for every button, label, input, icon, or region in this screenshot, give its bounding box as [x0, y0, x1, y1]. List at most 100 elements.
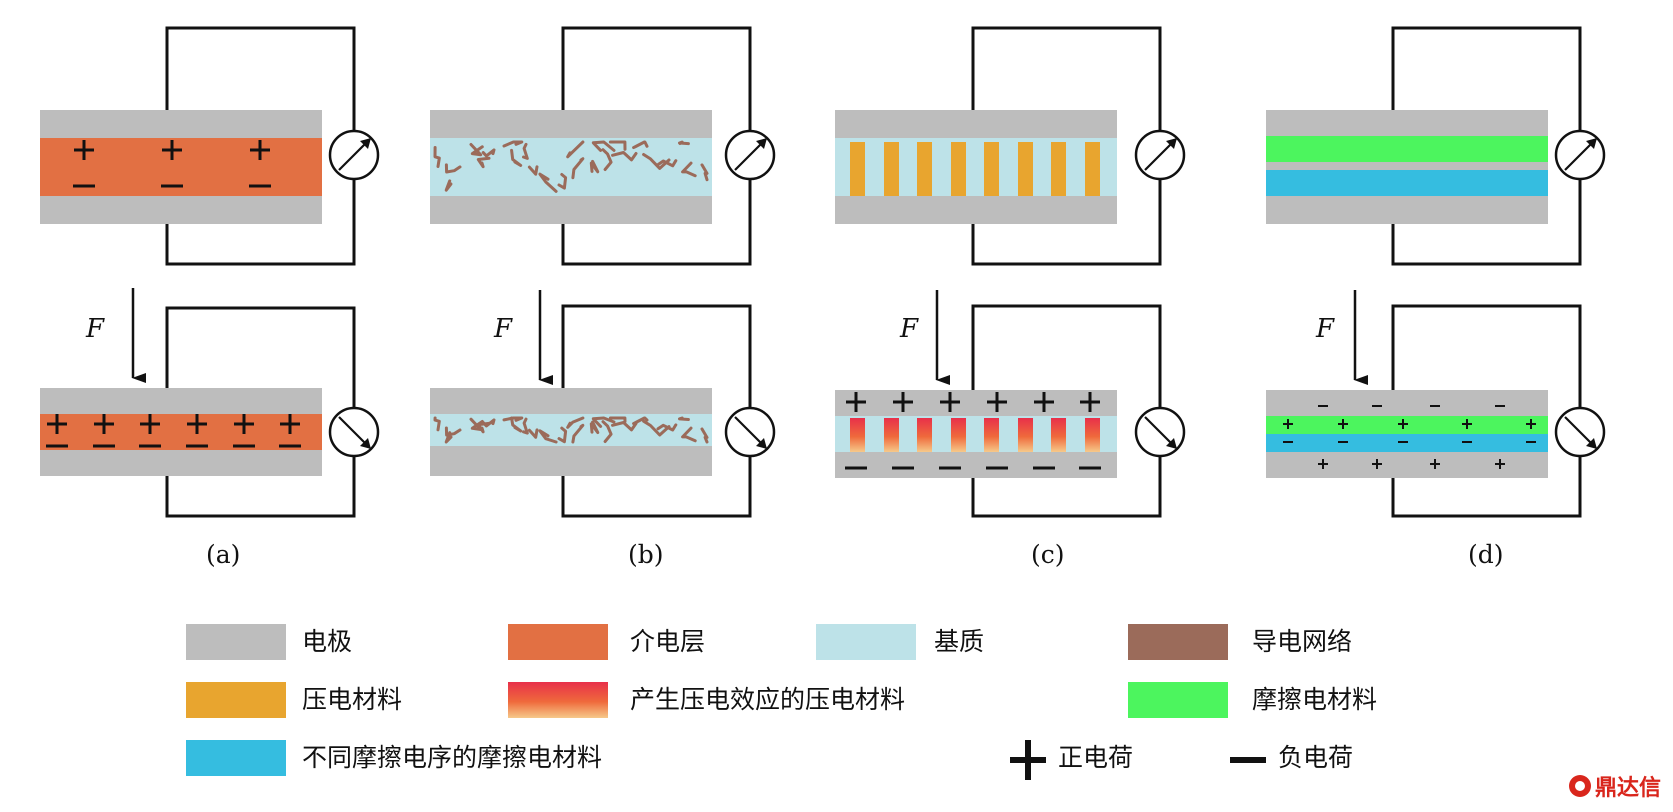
- electrode-d-top: [1266, 110, 1548, 224]
- conductive-network-b-top: [527, 165, 539, 176]
- piezo-pillar-active: [884, 418, 899, 452]
- piezo-pillar-active: [1051, 418, 1066, 452]
- matrix-c-top: [835, 138, 1117, 196]
- meter-needle: [1564, 416, 1593, 445]
- conductive-network-b-bottom: [700, 427, 709, 444]
- panels-layer: [40, 26, 1606, 518]
- conductive-network-b-top: [601, 148, 613, 171]
- meter-needle: [734, 416, 763, 445]
- piezo-pillar-active: [951, 418, 966, 452]
- conductive-network-b-bottom: [433, 416, 441, 432]
- meter-needle: [338, 416, 367, 445]
- conductive-network-b-top: [566, 140, 585, 159]
- circuit-wire-a-top: [165, 179, 356, 266]
- piezo-pillar: [1085, 142, 1100, 196]
- piezo-pillar-active: [917, 418, 932, 452]
- meter-needle: [1586, 438, 1597, 449]
- circuit-wire-c-top: [971, 26, 1162, 131]
- matrix-b-top: [430, 138, 712, 196]
- matrix-c-bottom: [835, 416, 1117, 452]
- conductive-network-b-top: [444, 179, 453, 192]
- tribo-layer-d-top: [1266, 136, 1548, 162]
- circuit-wire-c-bottom: [971, 456, 1162, 518]
- conductive-network-b-top: [681, 161, 697, 178]
- conductive-network-b-top: [476, 156, 491, 169]
- conductive-network-b-top: [611, 151, 638, 162]
- piezo-pillar: [1051, 142, 1066, 196]
- conductive-network-b-top: [589, 159, 600, 174]
- conductive-network-b-top: [502, 140, 524, 148]
- conductive-network-b-top: [678, 140, 690, 146]
- meter-needle: [734, 142, 763, 171]
- conductive-network-b-bottom: [527, 428, 539, 439]
- circuit-wire-d-top: [1391, 179, 1582, 266]
- conductive-network-b-top: [557, 173, 568, 190]
- circuit-wire-c-top: [971, 179, 1162, 266]
- meter-needle: [338, 142, 367, 171]
- conductive-network-b-top: [700, 163, 709, 182]
- piezo-pillar: [984, 142, 999, 196]
- conductive-network-b-top: [433, 146, 441, 168]
- piezo-pillar-active: [1018, 418, 1033, 452]
- conductive-network-b-top: [632, 140, 649, 150]
- piezo-pillar: [951, 142, 966, 196]
- conductive-network-b-top: [538, 172, 558, 193]
- circuit-wire-d-bottom: [1391, 456, 1582, 518]
- conductive-network-b-bottom: [681, 426, 697, 443]
- conductive-network-b-top: [444, 163, 462, 174]
- conductive-network-b-bottom: [522, 417, 529, 435]
- piezo-pillar-active: [1085, 418, 1100, 452]
- conductive-network-b-bottom: [502, 416, 524, 422]
- meter-needle: [756, 138, 767, 149]
- conductive-network-b-top: [571, 157, 585, 180]
- circuit-wire-b-top: [561, 179, 752, 266]
- dielectric-layer-a-bottom: [40, 414, 322, 450]
- meter-needle: [1166, 438, 1177, 449]
- conductive-network-b-bottom: [611, 421, 638, 432]
- conductive-network-b-bottom: [538, 429, 558, 444]
- conductive-network-b-top: [469, 143, 484, 157]
- conductive-network-b-bottom: [444, 426, 462, 437]
- circuit-wire-a-top: [165, 26, 356, 131]
- meter-needle: [1586, 138, 1597, 149]
- conductive-network-b-bottom: [444, 431, 453, 444]
- conductive-network-b-top: [481, 148, 496, 158]
- conductive-network-b-bottom: [608, 416, 627, 423]
- piezo-pillar-active: [850, 418, 865, 452]
- meter-needle: [360, 438, 371, 449]
- meter-needle: [756, 438, 767, 449]
- conductive-network-b-bottom: [557, 426, 568, 444]
- conductive-network-b-bottom: [601, 420, 613, 443]
- piezo-pillar: [884, 142, 899, 196]
- conductive-network-b-bottom: [591, 416, 616, 428]
- meter-needle: [1144, 416, 1173, 445]
- circuit-wire-b-bottom: [561, 456, 752, 518]
- conductive-network-b-bottom: [678, 416, 690, 421]
- meter-needle: [360, 138, 371, 149]
- piezo-pillar: [850, 142, 865, 196]
- circuit-wire-d-top: [1391, 26, 1582, 131]
- conductive-network-b-bottom: [642, 419, 671, 437]
- conductive-network-b-bottom: [589, 420, 600, 435]
- piezo-pillar-active: [984, 418, 999, 452]
- meter-needle: [1564, 142, 1593, 171]
- conductive-network-b-bottom: [632, 416, 649, 426]
- meter-needle: [1166, 138, 1177, 149]
- conductive-network-b-top: [608, 140, 627, 151]
- conductive-network-b-bottom: [571, 423, 585, 444]
- circuit-wire-b-bottom: [561, 304, 752, 408]
- conductive-network-b-bottom: [566, 416, 585, 429]
- meter-needle: [1144, 142, 1173, 171]
- circuit-wire-d-bottom: [1391, 304, 1582, 408]
- circuit-wire-a-bottom: [165, 306, 356, 408]
- conductive-network-b-top: [510, 148, 523, 167]
- conductive-network-b-bottom: [481, 418, 496, 428]
- circuit-wire-a-bottom: [165, 456, 356, 518]
- conductive-network-b-bottom: [510, 416, 523, 433]
- piezo-pillar: [917, 142, 932, 196]
- conductive-network-b-top: [642, 153, 671, 170]
- circuit-wire-b-top: [561, 26, 752, 131]
- conductive-network-b-top: [591, 140, 616, 152]
- piezo-pillar: [1018, 142, 1033, 196]
